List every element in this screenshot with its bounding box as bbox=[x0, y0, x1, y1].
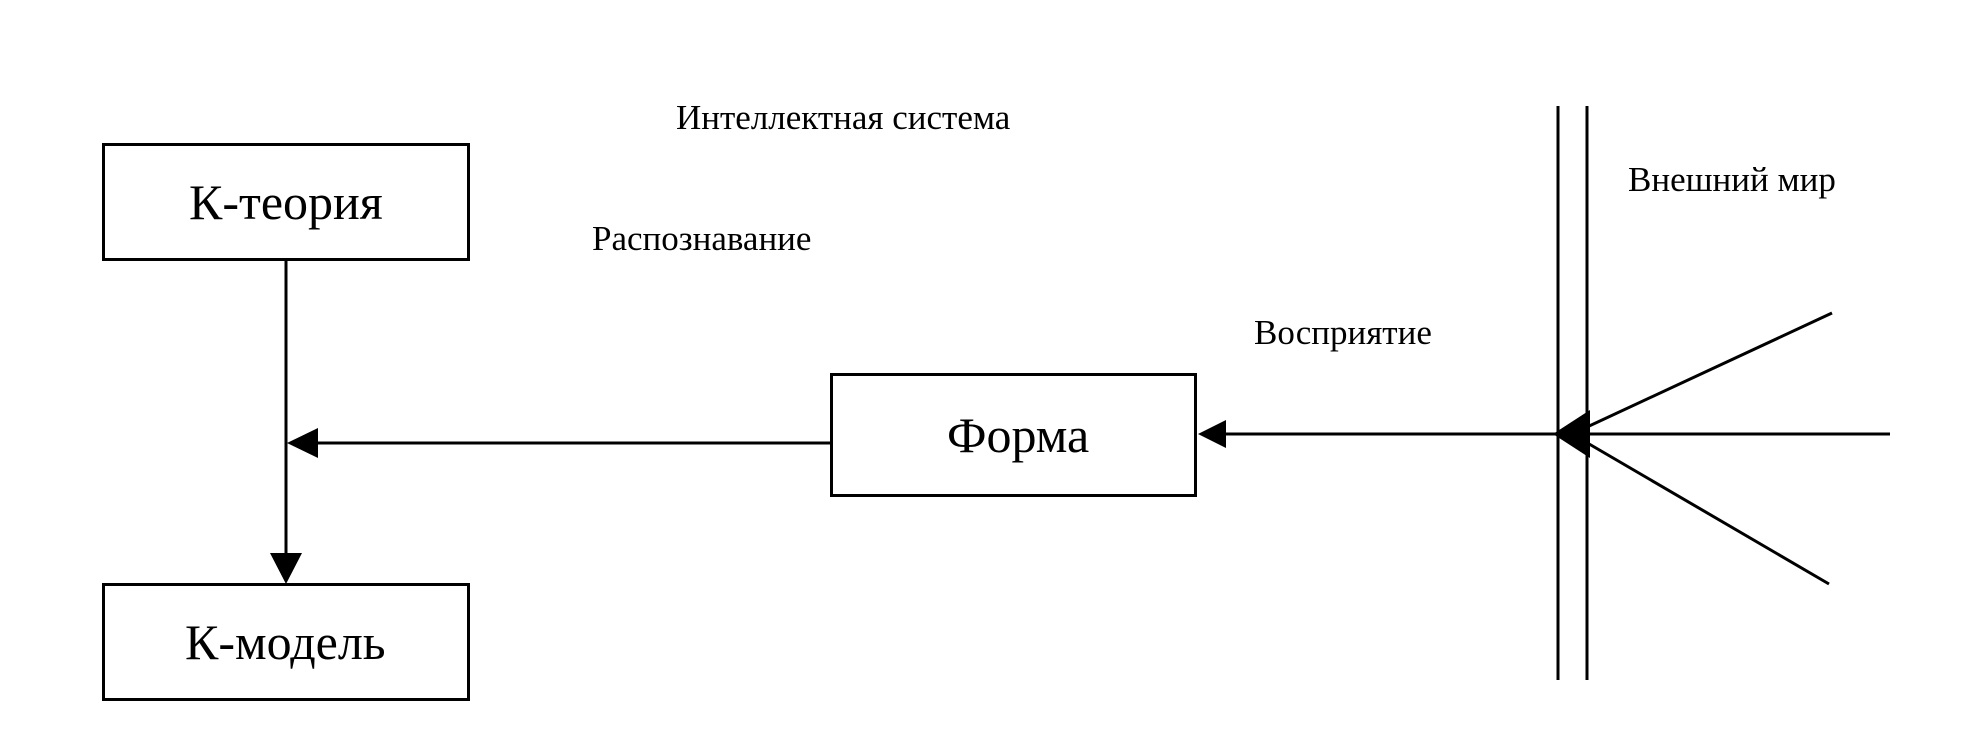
form-label: Форма bbox=[947, 407, 1090, 463]
boundary-arrowhead bbox=[1553, 410, 1590, 458]
k-model-box: К-модель bbox=[102, 583, 470, 701]
k-theory-box: К-теория bbox=[102, 143, 470, 261]
junction-arrowhead bbox=[287, 428, 318, 458]
k-model-label: К-модель bbox=[185, 614, 386, 670]
perception-label: Восприятие bbox=[1254, 313, 1432, 352]
outer-world-label: Внешний мир bbox=[1628, 160, 1836, 199]
incoming-ray-lower bbox=[1571, 432, 1830, 586]
k-theory-label: К-теория bbox=[189, 174, 383, 230]
model-arrowhead bbox=[270, 553, 302, 584]
intelligent-system-label: Интеллектная система bbox=[676, 98, 1011, 137]
form-box: Форма bbox=[830, 373, 1197, 497]
incoming-ray-upper bbox=[1571, 311, 1833, 436]
recognition-label: Распознавание bbox=[592, 219, 812, 258]
form-arrowhead bbox=[1198, 420, 1226, 448]
